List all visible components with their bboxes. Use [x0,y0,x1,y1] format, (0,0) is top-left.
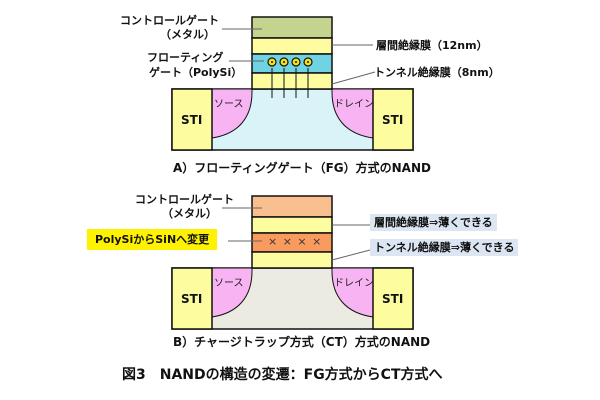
floating-gate-sublabel: ゲート（PolySi） [149,66,243,79]
figure-title: 図3 NANDの構造の変遷：FG方式からCT方式へ [122,367,443,383]
control-gate-sublabel-b: （メタル） [162,207,217,220]
control-gate-sublabel-a: （メタル） [160,28,215,41]
tunnel-insulator-b [251,251,333,269]
sti-left-label-a: STI [181,113,203,127]
panel-a-structure [171,16,414,151]
source-region-b [211,267,253,318]
sti-left-a [171,88,213,151]
drain-region-b [331,267,374,318]
drain-label-a: ドレイン [334,99,374,110]
sti-left-b [171,267,213,330]
control-gate-label-b: コントロールゲート [135,193,234,206]
sti-left-label-b: STI [181,292,203,306]
drain-label-b: ドレイン [334,278,374,289]
change-label: PolySiからSiNへ変更 [87,229,218,250]
control-gate-label-a: コントロールゲート [120,14,219,27]
tunnel-label-a: トンネル絶縁膜（8nm） [374,66,500,79]
electron-arrows [271,68,309,98]
electrons [267,57,313,67]
interpoly-insulator-a [251,37,333,55]
caption-b: B）チャージトラップ方式（CT）方式のNAND [173,335,431,349]
source-region-a [211,88,253,139]
tunnel-label-b: トンネル絶縁膜⇒薄くできる [370,239,519,256]
panel-b-structure [171,195,414,330]
leader-lines-b [222,207,371,261]
sti-right-label-a: STI [382,113,404,127]
leader-lines-a [222,28,376,85]
floating-gate-label: フローティング [147,51,224,64]
drain-region-a [331,88,374,139]
source-label-a: ソース [214,99,244,110]
caption-a: A）フローティングゲート（FG）方式のNAND [173,161,431,175]
tunnel-insulator-a [251,72,333,90]
interpoly-label-b: 層間絶縁膜⇒薄くできる [370,214,497,231]
source-label-b: ソース [214,278,244,289]
interpoly-insulator-b [251,216,333,234]
control-gate-a [251,16,333,39]
sti-right-a [372,88,414,151]
control-gate-b [251,195,333,218]
sti-right-label-b: STI [382,292,404,306]
interpoly-label-a: 層間絶縁膜（12nm） [376,39,488,52]
trap-marks: × × × × [268,235,323,248]
sti-right-b [372,267,414,330]
